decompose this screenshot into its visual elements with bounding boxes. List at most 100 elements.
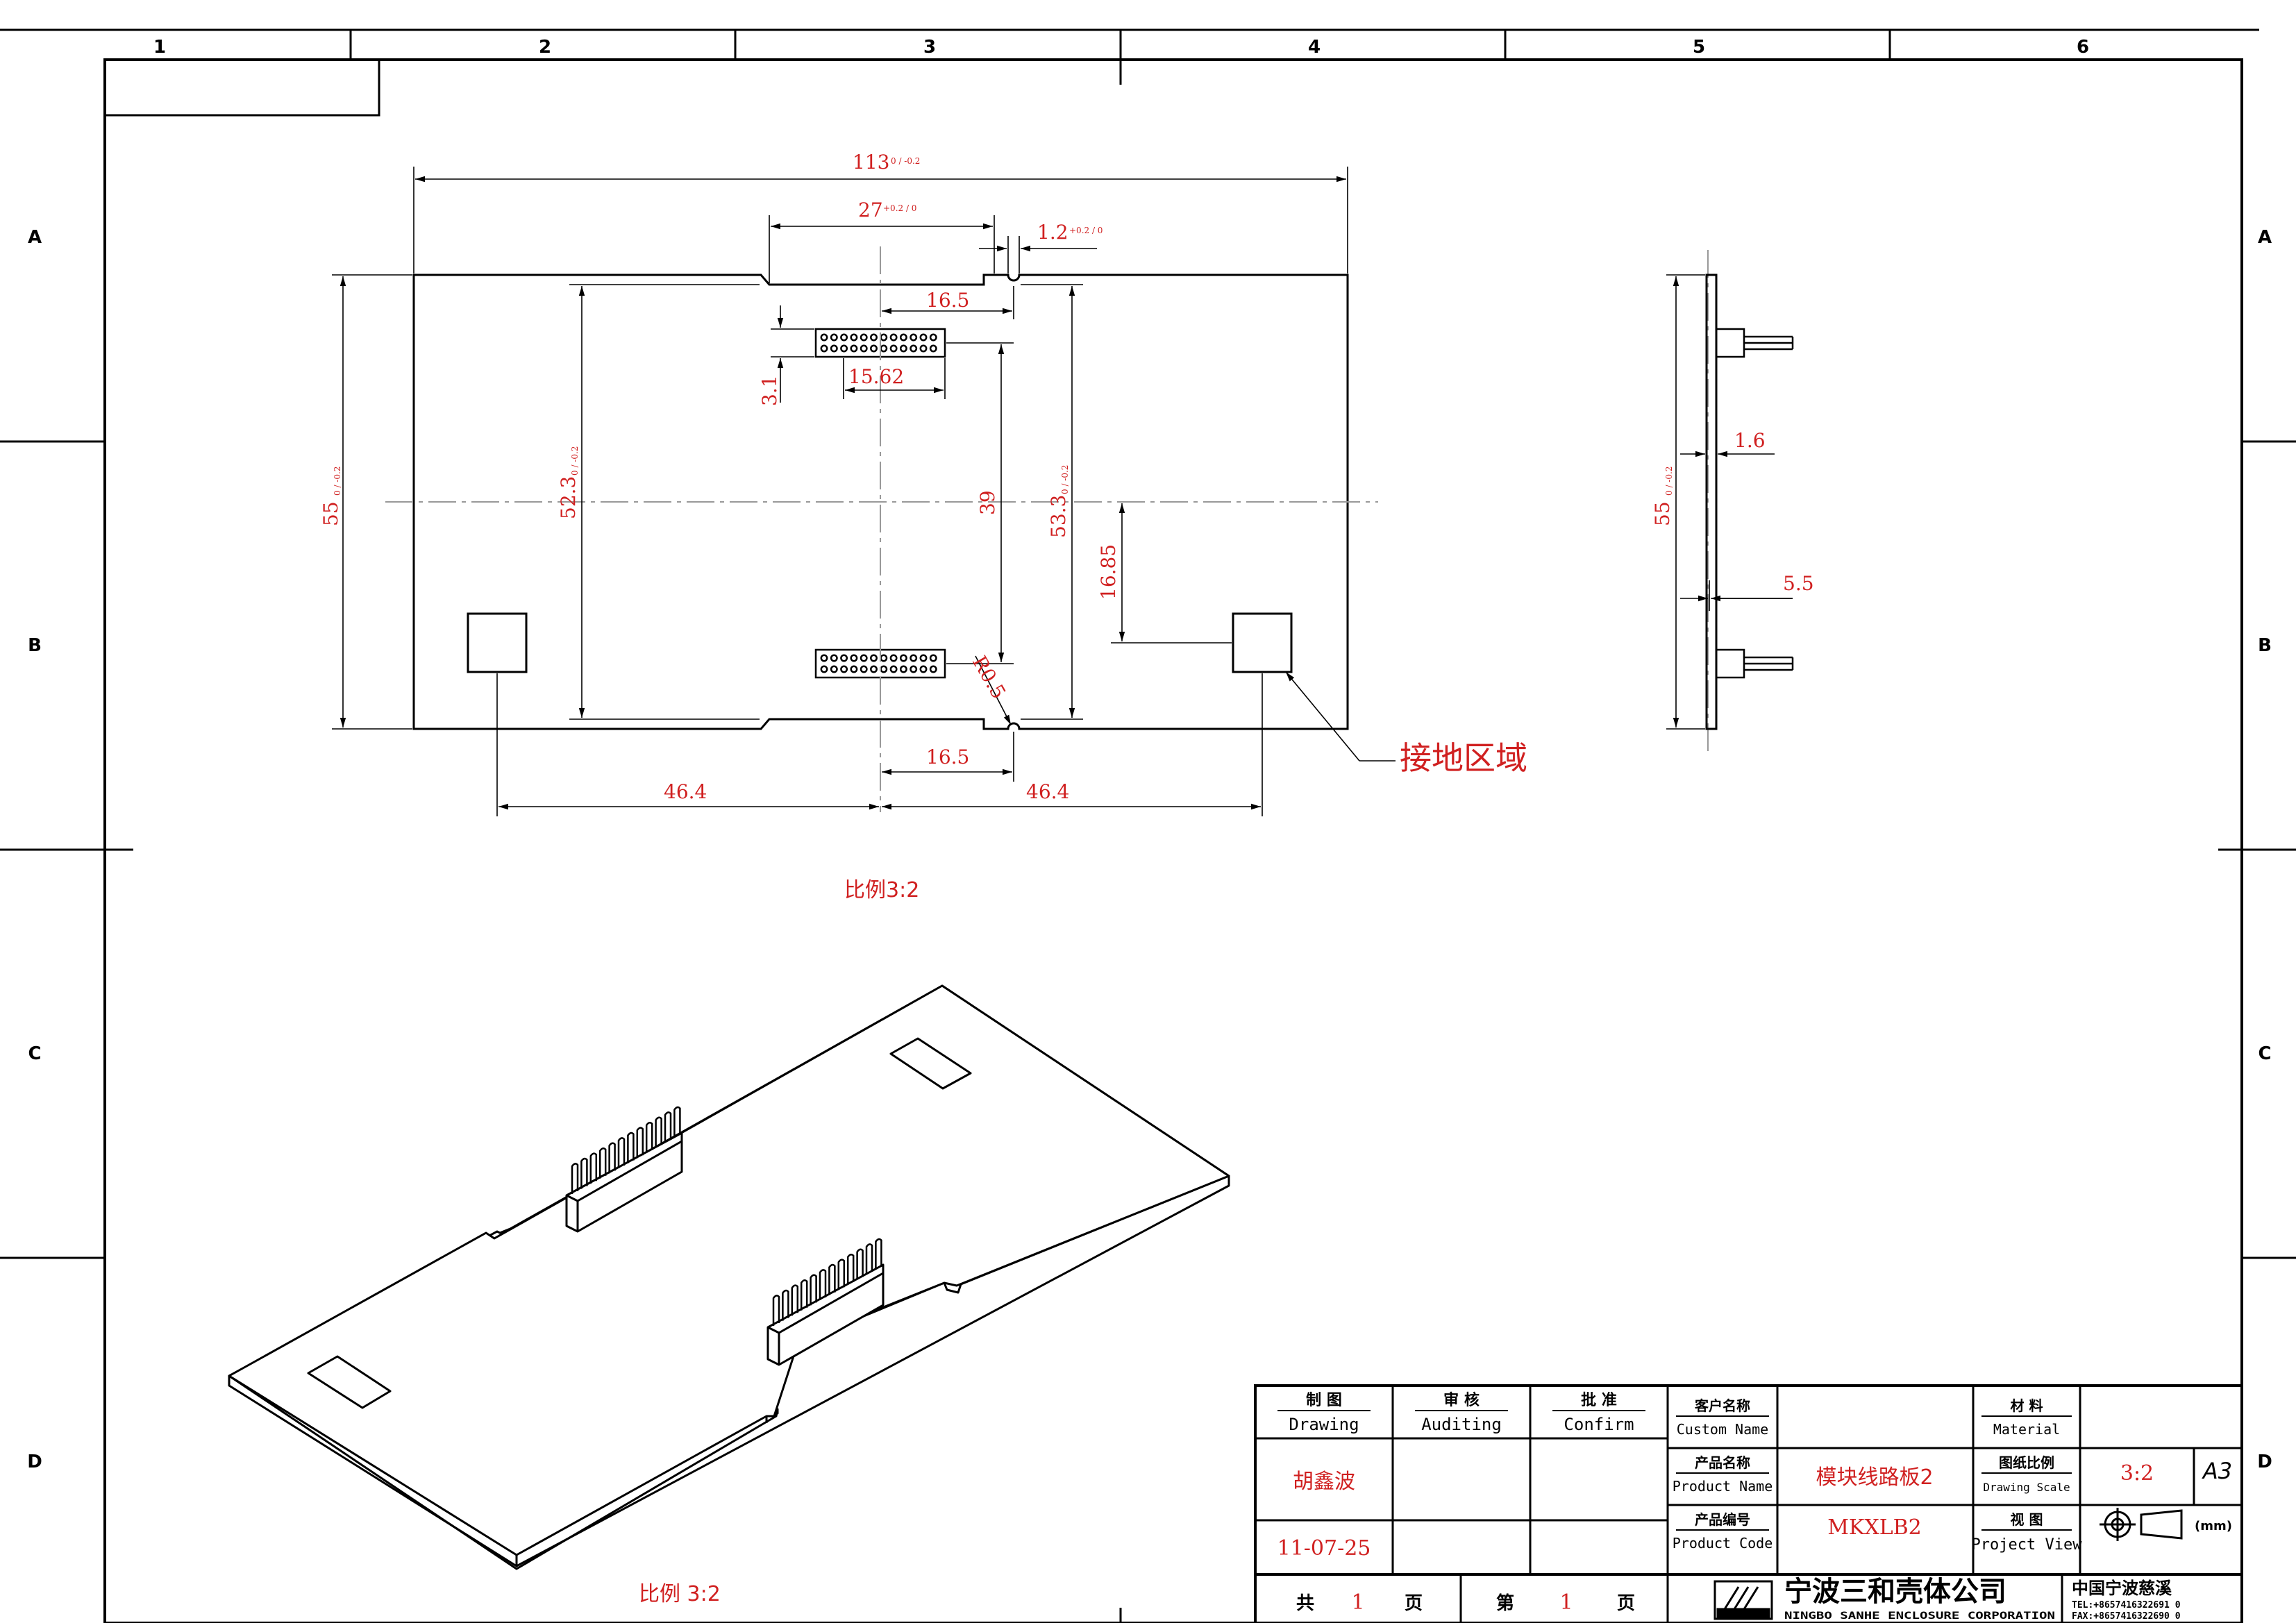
col-label: 3 xyxy=(923,37,936,58)
side-connector-top xyxy=(1715,328,1794,358)
dim-16-85: 16.85 xyxy=(1097,544,1120,600)
drawing-frame xyxy=(0,28,2296,1623)
row-label: A xyxy=(28,227,42,248)
connector-pin-hole xyxy=(880,654,888,662)
iso-connector-pin xyxy=(875,1238,882,1270)
connector-pin-hole xyxy=(899,654,907,662)
iso-connector-pin xyxy=(856,1248,864,1280)
col-label: 5 xyxy=(1693,37,1705,58)
connector-pin-hole xyxy=(860,665,868,673)
iso-connector-lower xyxy=(766,1238,885,1366)
row-label: A xyxy=(2258,227,2272,248)
dim-conn-width: 15.62 xyxy=(848,365,904,388)
label-product-code-en: Product Code xyxy=(1673,1535,1773,1551)
label-auditing-en: Auditing xyxy=(1421,1415,1502,1434)
label-material-en: Material xyxy=(1993,1421,2060,1438)
iso-connector-upper xyxy=(565,1106,683,1233)
front-dimension-texts: 113 0 / -0.2 27 +0.2 / 0 1.2 +0.2 / 0 16… xyxy=(319,151,1527,902)
label-scale-cn: 图纸比例 xyxy=(1999,1454,2054,1471)
connector-pin-hole xyxy=(830,665,838,673)
label-page: 页 xyxy=(1405,1593,1423,1614)
company-tel: TEL:+8657416322691 0 xyxy=(2072,1600,2181,1611)
value-unit: (mm) xyxy=(2195,1519,2232,1533)
iso-connector-pin xyxy=(828,1263,836,1295)
connector-pin-hole xyxy=(820,654,828,662)
connector-pin-hole xyxy=(860,344,868,353)
connector-pin-hole xyxy=(830,344,838,353)
label-drawing-en: Drawing xyxy=(1289,1415,1359,1434)
iso-connector-pin xyxy=(782,1289,789,1321)
connector-pin-hole xyxy=(910,654,918,662)
connector-pin-hole xyxy=(870,333,878,342)
connector-pin-hole xyxy=(910,665,918,673)
value-drawer: 胡鑫波 xyxy=(1293,1470,1355,1494)
connector-pin-hole xyxy=(929,665,937,673)
label-custom-name-cn: 客户名称 xyxy=(1694,1397,1750,1414)
connector-pin-hole xyxy=(899,333,907,342)
side-dimension-texts: 55 0 / -0.2 1.6 5.5 xyxy=(1651,429,1814,595)
iso-connector-pin xyxy=(865,1243,873,1275)
connector-pin-hole xyxy=(840,665,848,673)
connector-pin-hole xyxy=(820,333,828,342)
connector-pin-hole xyxy=(929,654,937,662)
front-scale-label: 比例3:2 xyxy=(844,878,919,902)
dim-top-16-5: 16.5 xyxy=(926,289,969,312)
connector-pin-hole xyxy=(860,333,868,342)
side-dimension-lines xyxy=(1666,274,1793,730)
centerlines xyxy=(385,246,1378,812)
row-label: C xyxy=(2258,1043,2271,1064)
label-page2: 页 xyxy=(1617,1593,1635,1614)
iso-connector-pin xyxy=(655,1116,662,1148)
iso-connector-pin xyxy=(636,1127,644,1159)
dim-length-tol: 0 / -0.2 xyxy=(891,156,920,166)
connector-pin-hole xyxy=(840,344,848,353)
connector-pin-hole xyxy=(870,344,878,353)
label-number: 第 xyxy=(1496,1592,1514,1614)
col-label: 2 xyxy=(539,37,551,58)
iso-connector-pin xyxy=(608,1142,616,1174)
iso-connector-pin xyxy=(598,1147,607,1179)
board-outline xyxy=(412,274,1349,730)
row-label: C xyxy=(28,1043,41,1064)
iso-pad-left xyxy=(307,1355,392,1409)
connector-pin-hole xyxy=(929,333,937,342)
dim-inner-height: 52.3 xyxy=(557,476,580,519)
dim-slot-tol: +0.2 / 0 xyxy=(1069,226,1103,235)
ground-pad-left xyxy=(467,612,528,673)
value-number: 1 xyxy=(1559,1590,1573,1615)
label-confirm-cn: 批 准 xyxy=(1581,1392,1617,1409)
connector-pin-hole xyxy=(880,665,888,673)
connector-pin-hole xyxy=(889,333,898,342)
dim-height: 55 xyxy=(319,501,342,526)
iso-pad-right xyxy=(889,1037,972,1090)
dim-left-46-4: 46.4 xyxy=(664,780,707,803)
connector-pin-hole xyxy=(919,665,928,673)
side-dim-height: 55 xyxy=(1651,501,1674,526)
connector-pin-hole xyxy=(850,333,858,342)
connector-pin-hole xyxy=(850,665,858,673)
label-product-code-cn: 产品编号 xyxy=(1695,1511,1750,1528)
side-dim-5-5: 5.5 xyxy=(1783,572,1814,595)
dim-length: 113 xyxy=(853,151,889,174)
iso-view xyxy=(228,984,1230,1570)
label-product-name-cn: 产品名称 xyxy=(1695,1454,1750,1471)
iso-scale-label: 比例 3:2 xyxy=(639,1582,721,1606)
connector-pin-hole xyxy=(919,654,928,662)
connector-pin-hole xyxy=(840,654,848,662)
dim-notch-span-tol: +0.2 / 0 xyxy=(883,203,916,213)
dim-bottom-16-5: 16.5 xyxy=(926,746,969,768)
connector-pin-hole xyxy=(889,665,898,673)
label-product-name-en: Product Name xyxy=(1673,1478,1773,1495)
label-auditing-cn: 审 核 xyxy=(1443,1391,1480,1409)
iso-connector-pin xyxy=(810,1274,817,1306)
side-connector-bottom xyxy=(1715,648,1794,679)
company-location: 中国宁波慈溪 xyxy=(2072,1579,2172,1598)
dim-height-tol: 0 / -0.2 xyxy=(333,466,342,496)
grid-labels: 1 2 3 4 5 6 A B C D A B C D xyxy=(27,37,2272,1472)
iso-connector-pin xyxy=(837,1259,846,1290)
connector-pin-hole xyxy=(929,344,937,353)
row-label: D xyxy=(27,1452,42,1472)
connector-pin-hole xyxy=(830,333,838,342)
row-label: D xyxy=(2257,1452,2272,1472)
label-view-en: Project View xyxy=(1972,1536,2083,1554)
